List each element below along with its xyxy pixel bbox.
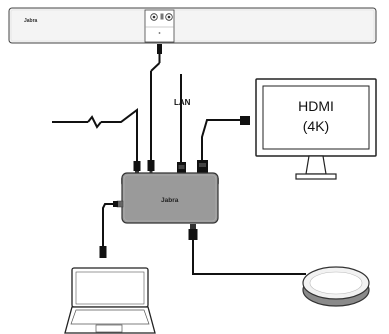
- jabra-hub: Jabra: [116, 172, 219, 224]
- hdmi-monitor: HDMI (4K): [255, 78, 377, 180]
- laptop-device: [64, 267, 156, 334]
- hub-brand-label: Jabra: [161, 197, 179, 204]
- monitor-stand: [305, 155, 327, 175]
- hdmi-cable: [197, 116, 250, 174]
- lightning-break-icon: [87, 115, 102, 129]
- soundbar-device: Jabra: [8, 7, 377, 44]
- speakerphone-usb-cable: [188, 224, 306, 275]
- laptop-usb-cable: [99, 201, 118, 258]
- speakerphone-device: [302, 266, 370, 307]
- soundbar-brand-label: Jabra: [24, 18, 38, 24]
- monitor-text-line2: (4K): [303, 118, 329, 134]
- laptop-trackpad: [95, 324, 123, 333]
- soundbar-usb-cable: [147, 44, 162, 175]
- lan-cable: LAN: [174, 74, 191, 173]
- lan-label: LAN: [174, 98, 191, 107]
- monitor-text-line1: HDMI: [298, 98, 334, 114]
- camera-module: [144, 9, 175, 43]
- power-cable: [52, 108, 141, 175]
- monitor-base: [295, 173, 337, 180]
